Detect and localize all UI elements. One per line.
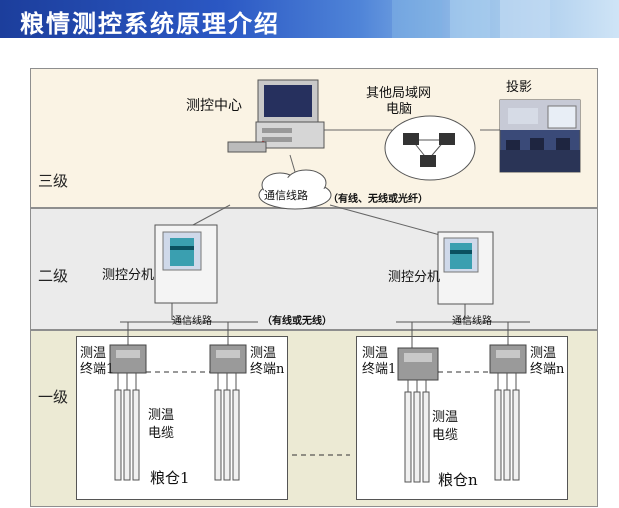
granary-n-name: 粮仓n — [438, 471, 478, 489]
control-center-label: 测控中心 — [186, 98, 242, 114]
terminal-box-icon — [209, 344, 247, 374]
level2-zone — [30, 208, 598, 330]
terminal-1-label-line2: 终端1 — [80, 362, 115, 377]
granary-n-box — [356, 336, 568, 500]
banner-block — [450, 0, 490, 38]
sub-unit-left-icon — [154, 224, 218, 304]
other-lan-label-line2: 电脑 — [386, 102, 413, 117]
terminal-n-label-line1: 测温 — [250, 346, 277, 361]
cable-label-line1: 测温 — [148, 408, 175, 423]
computer-icon — [227, 79, 325, 153]
cloud-icon — [258, 169, 332, 210]
comm-line-right-label: 通信线路 — [452, 316, 492, 327]
projection-label: 投影 — [506, 80, 533, 95]
granary-1-name: 粮仓1 — [150, 469, 190, 487]
sub-unit-right-label: 测控分机 — [388, 270, 441, 285]
comm-note-level2-label: （有线或无线） — [262, 316, 332, 327]
cable-bundle-icon — [114, 389, 520, 483]
terminal-box-icon — [397, 347, 439, 381]
title-banner: 粮情测控系统原理介绍 — [0, 0, 619, 38]
comm-line-left-label: 通信线路 — [172, 316, 212, 327]
cable-label-line1: 测温 — [432, 410, 459, 425]
level3-label: 三级 — [38, 172, 69, 190]
level2-label: 二级 — [38, 267, 69, 285]
comm-note-label: （有线、无线或光纤） — [328, 194, 428, 205]
comm-line-label: 通信线路 — [264, 189, 308, 202]
terminal-n-label-line2: 终端n — [250, 362, 285, 377]
link-cloud-sub2 — [329, 204, 441, 236]
projection-photo — [499, 99, 581, 173]
cable-label-line2: 电缆 — [148, 426, 175, 441]
other-lan-label-line1: 其他局域网 — [366, 86, 432, 101]
terminal-box-icon — [109, 344, 147, 374]
terminal-box-icon — [489, 344, 527, 374]
terminal-1-label-line1: 测温 — [80, 346, 107, 361]
cable-label-line2: 电缆 — [432, 428, 459, 443]
page-title: 粮情测控系统原理介绍 — [20, 10, 280, 38]
lan-cloud-icon — [384, 115, 476, 181]
level1-label: 一级 — [38, 388, 69, 406]
banner-block — [500, 0, 550, 38]
terminal-n-label-line1: 测温 — [530, 346, 557, 361]
banner-block — [392, 0, 442, 38]
sub-unit-right-icon — [437, 231, 494, 305]
terminal-n-label-line2: 终端n — [530, 362, 565, 377]
sub-unit-left-label: 测控分机 — [102, 268, 155, 283]
terminal-1-label-line2: 终端1 — [362, 362, 397, 377]
terminal-1-label-line1: 测温 — [362, 346, 389, 361]
